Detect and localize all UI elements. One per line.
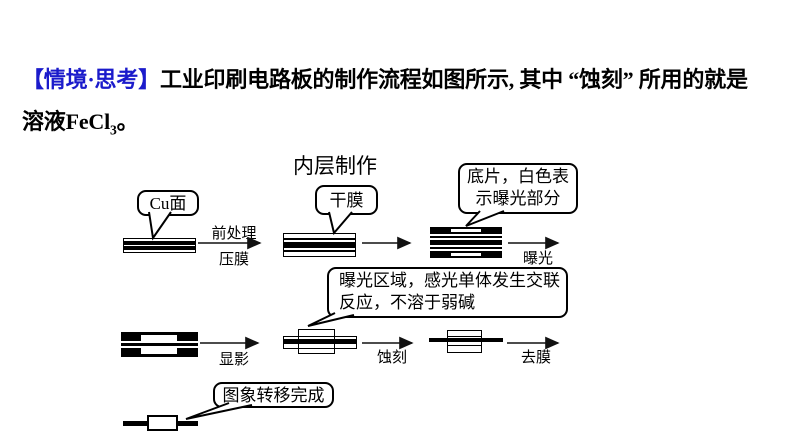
callout-transfer-complete-label: 图象转移完成	[222, 386, 325, 405]
substrate-bar	[283, 336, 357, 349]
board-layer	[430, 238, 502, 240]
callout-exposed-line2: 反应，不溶于弱碱	[339, 293, 475, 312]
crosslinked-region	[141, 348, 177, 354]
film-layer	[121, 332, 198, 341]
film-layer	[121, 348, 198, 357]
film-layer	[284, 234, 355, 238]
board-layer	[284, 337, 356, 339]
step-label-expose: 曝光	[522, 251, 553, 267]
callout-negative-film: 底片，白色表 示曝光部分	[458, 163, 578, 214]
copper-layer	[124, 241, 195, 245]
prompt-body: 工业印刷电路板的制作流程如图所示, 其中 “蚀刻” 所用的就是	[159, 67, 748, 92]
crosslinked-region	[141, 335, 177, 341]
board-exposed	[121, 332, 198, 357]
copper-core-layer	[430, 240, 502, 245]
film-layer	[284, 252, 355, 256]
board-developed	[283, 329, 357, 354]
board-copper-clad	[123, 238, 196, 253]
exposed-window	[451, 229, 481, 232]
trace-box	[147, 415, 178, 431]
prompt-text-line1: 【情境·思考】工业印刷电路板的制作流程如图所示, 其中 “蚀刻” 所用的就是	[22, 62, 748, 94]
callout-exposed-line1: 曝光区域，感光单体发生交联	[339, 271, 560, 290]
copper-core-layer	[284, 242, 355, 248]
period: 。	[116, 109, 139, 134]
stack-line	[448, 336, 481, 337]
resist-stack	[447, 330, 482, 353]
board-dry-film	[283, 233, 356, 257]
film-layer	[284, 250, 355, 252]
stack-line	[448, 345, 481, 346]
board-layer	[430, 234, 502, 236]
step-label-develop: 显影	[218, 352, 249, 368]
callout-dry-film: 干膜	[315, 185, 378, 215]
copper-layer	[124, 246, 195, 250]
board-etched	[429, 330, 503, 353]
step-label-etch: 蚀刻	[376, 350, 407, 366]
board-layer	[124, 250, 195, 252]
board-layer	[121, 346, 198, 348]
board-layer	[284, 344, 356, 346]
callout-negative-line1: 底片，白色表	[467, 167, 569, 186]
exposed-window	[451, 253, 481, 256]
section-title: 内层制作	[293, 154, 377, 178]
board-with-negative	[430, 227, 502, 258]
prompt-tag: 【情境·思考】	[22, 67, 160, 92]
callout-negative-line2: 示曝光部分	[475, 189, 561, 208]
board-final	[123, 415, 198, 432]
substrate-layer	[124, 245, 195, 246]
board-layer	[284, 240, 355, 242]
negative-film-layer	[430, 251, 502, 258]
callout-transfer-complete: 图象转移完成	[213, 382, 334, 408]
negative-film-layer	[430, 227, 502, 234]
bubble-tail-dry-film	[328, 211, 353, 236]
formula-base: FeCl	[65, 109, 111, 134]
board-layer	[121, 341, 198, 343]
step-label-laminate: 压膜	[218, 252, 249, 268]
board-layer	[284, 248, 355, 250]
copper-core-layer	[284, 339, 356, 344]
step-label-strip: 去膜	[520, 350, 551, 366]
step-label-pretreat: 前处理	[211, 226, 257, 242]
resist-ridge	[298, 329, 335, 354]
film-layer	[284, 238, 355, 240]
chemical-formula: FeCl3	[65, 109, 117, 138]
film-layer	[430, 247, 502, 249]
callout-exposed-region: 曝光区域，感光单体发生交联 反应，不溶于弱碱	[327, 267, 568, 318]
substrate-line	[429, 338, 503, 342]
callout-cu-surface: Cu面	[137, 190, 199, 216]
copper-core-layer	[121, 343, 198, 346]
formula-subscript: 3	[110, 122, 117, 138]
film-layer	[430, 236, 502, 238]
solution-word: 溶液	[22, 109, 66, 134]
board-layer	[430, 249, 502, 251]
board-layer	[430, 245, 502, 247]
callout-cu-surface-label: Cu面	[149, 194, 187, 213]
callout-dry-film-label: 干膜	[329, 191, 364, 210]
prompt-text-line2: 溶液FeCl3。	[22, 104, 139, 138]
